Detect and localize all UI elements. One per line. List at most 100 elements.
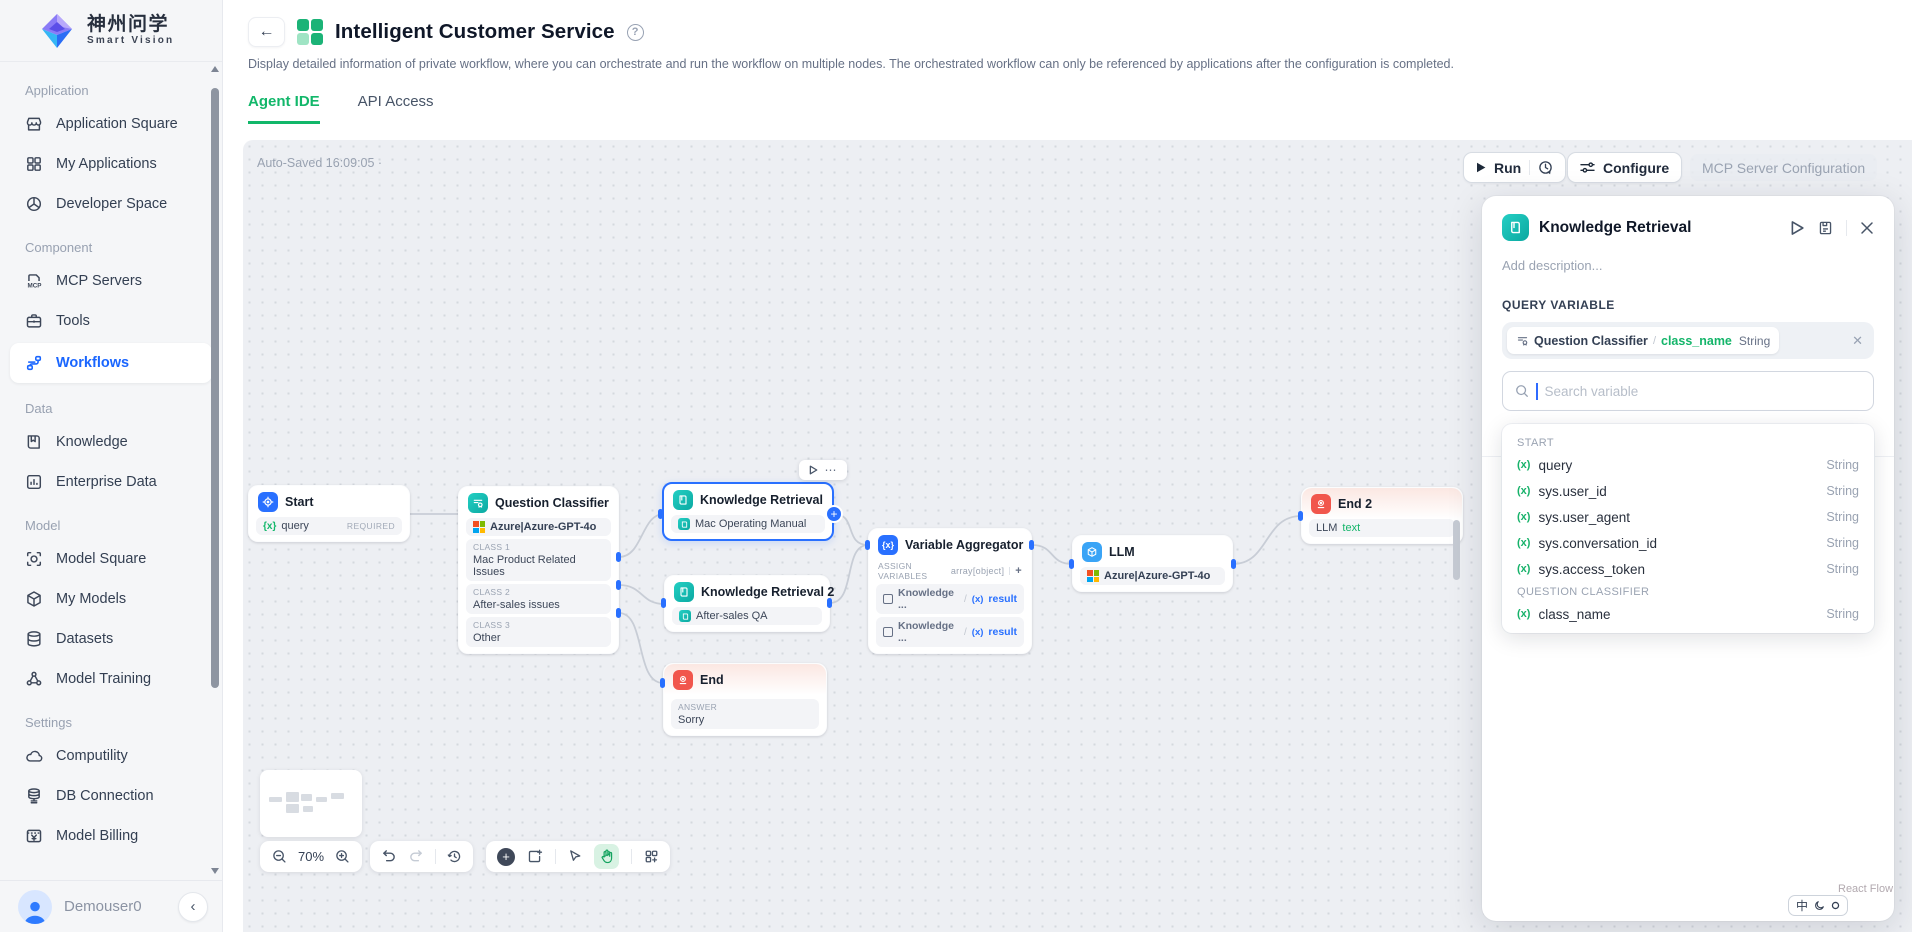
auto-layout-icon[interactable] bbox=[644, 849, 659, 864]
version-history-icon[interactable] bbox=[447, 849, 462, 864]
sidebar-item-db-connection[interactable]: DB Connection bbox=[0, 776, 222, 816]
cloud-icon bbox=[25, 747, 43, 765]
run-button[interactable]: Run bbox=[1463, 152, 1567, 183]
sidebar-item-application-square[interactable]: Application Square bbox=[0, 104, 222, 144]
remove-variable-icon[interactable]: ✕ bbox=[1852, 332, 1863, 348]
panel-run-icon[interactable] bbox=[1790, 220, 1805, 236]
llm-node-icon bbox=[1082, 542, 1102, 562]
variable-option-sys-user-agent[interactable]: (x) sys.user_agent String bbox=[1517, 509, 1859, 525]
back-button[interactable]: ← bbox=[248, 17, 285, 47]
variable-search-box[interactable] bbox=[1502, 371, 1874, 411]
node-description-input[interactable]: Add description... bbox=[1502, 258, 1603, 273]
query-variable-field[interactable]: Question Classifier / class_name String … bbox=[1502, 322, 1874, 359]
variable-option-sys-user-id[interactable]: (x) sys.user_id String bbox=[1517, 483, 1859, 499]
sidebar-item-model-billing[interactable]: Model Billing bbox=[0, 816, 222, 856]
sidebar-item-computility[interactable]: Computility bbox=[0, 736, 222, 776]
sidebar-item-developer-space[interactable]: Developer Space bbox=[0, 184, 222, 224]
node-play-icon[interactable] bbox=[809, 465, 818, 475]
output-handle[interactable] bbox=[616, 580, 621, 590]
scroll-up-arrow-icon[interactable] bbox=[211, 66, 219, 72]
output-handle[interactable] bbox=[616, 608, 621, 618]
hand-tool-button[interactable] bbox=[594, 844, 619, 869]
sidebar-item-workflows[interactable]: Workflows bbox=[10, 343, 212, 383]
brand-title: 神州问学 bbox=[87, 13, 170, 35]
node-llm[interactable]: LLM Azure|Azure-GPT-4o bbox=[1072, 535, 1233, 592]
avatar[interactable] bbox=[18, 889, 52, 924]
output-handle[interactable] bbox=[827, 598, 832, 608]
sidebar-item-my-models[interactable]: My Models bbox=[0, 579, 222, 619]
sidebar-item-enterprise-data[interactable]: Enterprise Data bbox=[0, 462, 222, 502]
sidebar-item-model-training[interactable]: Model Training bbox=[0, 659, 222, 699]
classifier-class-3: CLASS 3 Other bbox=[466, 616, 611, 647]
sidebar-item-tools[interactable]: Tools bbox=[0, 301, 222, 341]
variable-option-sys-access-token[interactable]: (x) sys.access_token String bbox=[1517, 561, 1859, 577]
input-handle[interactable] bbox=[865, 540, 870, 550]
output-handle[interactable] bbox=[1231, 559, 1236, 569]
input-handle[interactable] bbox=[1298, 511, 1303, 521]
node-question-classifier[interactable]: Question Classifier Azure|Azure-GPT-4o C… bbox=[458, 486, 619, 654]
mcp-server-configuration-button[interactable]: MCP Server Configuration bbox=[1690, 154, 1878, 181]
scroll-down-arrow-icon[interactable] bbox=[211, 868, 219, 874]
node-variable-aggregator[interactable]: {x} Variable Aggregator ASSIGN VARIABLES… bbox=[868, 528, 1032, 654]
sidebar-item-mcp-servers[interactable]: MCP MCP Servers bbox=[0, 261, 222, 301]
add-note-icon[interactable] bbox=[527, 849, 543, 864]
add-next-node-button[interactable]: + bbox=[825, 505, 843, 523]
status-dot-icon[interactable] bbox=[1831, 901, 1840, 910]
variable-chip[interactable]: Question Classifier / class_name String bbox=[1507, 327, 1780, 354]
output-handle[interactable] bbox=[1029, 540, 1034, 550]
close-panel-icon[interactable] bbox=[1860, 221, 1874, 235]
variable-option-sys-conversation-id[interactable]: (x) sys.conversation_id String bbox=[1517, 535, 1859, 551]
sidebar-item-label: Application Square bbox=[56, 116, 178, 132]
language-toggle[interactable]: 中 bbox=[1795, 898, 1808, 913]
input-handle[interactable] bbox=[658, 509, 663, 519]
scrollbar-thumb[interactable] bbox=[211, 88, 219, 688]
sidebar-item-label: Datasets bbox=[56, 631, 114, 647]
input-handle[interactable] bbox=[1069, 559, 1074, 569]
sidebar-item-my-applications[interactable]: My Applications bbox=[0, 144, 222, 184]
node-more-icon[interactable]: ⋯ bbox=[824, 462, 838, 477]
node-knowledge-retrieval-2[interactable]: Knowledge Retrieval 2 After-sales QA bbox=[664, 575, 834, 632]
knowledge-node-icon bbox=[673, 490, 693, 510]
configure-button[interactable]: Configure bbox=[1567, 152, 1683, 183]
panel-save-icon[interactable] bbox=[1818, 220, 1833, 236]
sidebar-item-knowledge[interactable]: Knowledge bbox=[0, 422, 222, 462]
input-handle[interactable] bbox=[661, 598, 666, 608]
node-end-2[interactable]: End 2 LLM text bbox=[1301, 487, 1463, 544]
zoom-out-icon[interactable] bbox=[272, 849, 287, 864]
dark-mode-icon[interactable] bbox=[1814, 900, 1825, 911]
sidebar-item-label: Computility bbox=[56, 748, 128, 764]
sidebar-scrollbar[interactable] bbox=[209, 66, 221, 874]
add-node-button[interactable]: + bbox=[497, 847, 515, 866]
variable-option-query[interactable]: (x) query String bbox=[1517, 457, 1859, 473]
canvas-scrollbar-thumb[interactable] bbox=[1453, 520, 1460, 580]
node-hover-toolbar[interactable]: ⋯ bbox=[799, 460, 847, 480]
node-end[interactable]: End ANSWER Sorry bbox=[663, 663, 827, 736]
redo-icon[interactable] bbox=[408, 849, 424, 864]
tab-agent-ide[interactable]: Agent IDE bbox=[248, 93, 320, 124]
node-start[interactable]: Start {x} query REQUIRED bbox=[248, 485, 410, 542]
sidebar-item-label: Enterprise Data bbox=[56, 474, 157, 490]
input-handle[interactable] bbox=[660, 678, 665, 688]
zoom-in-icon[interactable] bbox=[335, 849, 350, 864]
zoom-level[interactable]: 70% bbox=[297, 849, 325, 864]
run-history-icon[interactable] bbox=[1538, 160, 1553, 175]
sidebar-item-model-square[interactable]: Model Square bbox=[0, 539, 222, 579]
tab-api-access[interactable]: API Access bbox=[357, 93, 434, 110]
sidebar-item-datasets[interactable]: Datasets bbox=[0, 619, 222, 659]
zoom-bar: 70% bbox=[260, 841, 362, 872]
pointer-icon[interactable] bbox=[568, 849, 582, 864]
query-variable-label: QUERY VARIABLE bbox=[1502, 298, 1615, 312]
sidebar-item-label: Tools bbox=[56, 313, 90, 329]
text-cursor bbox=[1536, 382, 1538, 400]
help-icon[interactable]: ? bbox=[626, 23, 644, 41]
sliders-icon bbox=[1580, 162, 1595, 173]
output-handle[interactable] bbox=[616, 552, 621, 562]
add-variable-icon[interactable]: + bbox=[1015, 565, 1022, 577]
undo-icon[interactable] bbox=[381, 849, 397, 864]
node-knowledge-retrieval[interactable]: Knowledge Retrieval Mac Operating Manual bbox=[662, 482, 834, 541]
search-variable-input[interactable] bbox=[1544, 383, 1861, 399]
minimap[interactable] bbox=[260, 770, 362, 837]
collapse-sidebar-button[interactable]: ‹ bbox=[178, 891, 208, 922]
variable-option-class-name[interactable]: (x) class_name String bbox=[1517, 606, 1859, 622]
